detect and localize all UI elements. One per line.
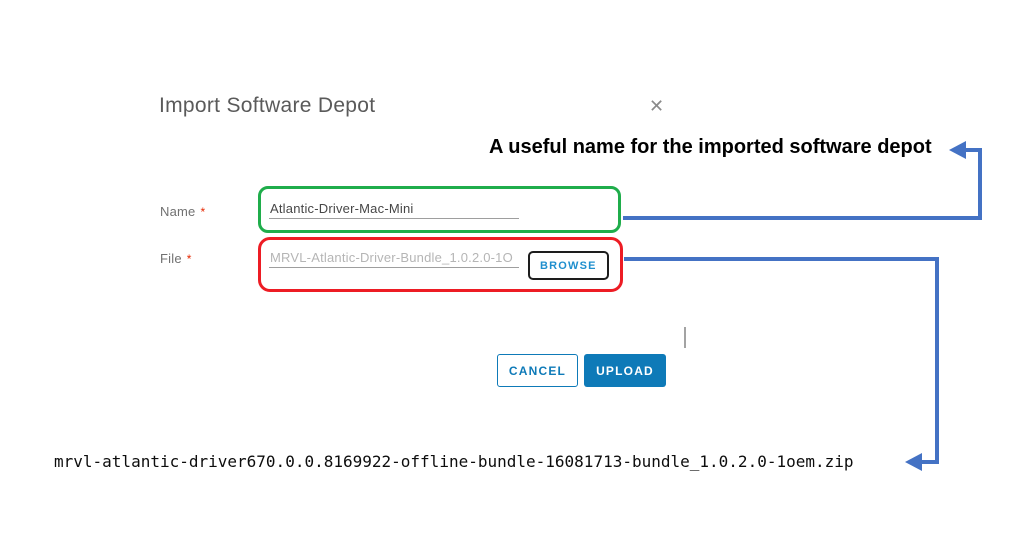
annotation-name-note: A useful name for the imported software … xyxy=(489,136,932,158)
upload-button[interactable]: UPLOAD xyxy=(584,354,666,387)
name-label-text: Name xyxy=(160,204,196,219)
arrow-file-field-to-filename xyxy=(624,257,939,471)
browse-button[interactable]: BROWSE xyxy=(528,251,609,280)
file-input[interactable] xyxy=(269,248,519,268)
file-required-marker: * xyxy=(186,252,192,266)
name-field-label: Name * xyxy=(160,204,205,219)
cancel-button[interactable]: CANCEL xyxy=(497,354,578,387)
name-input[interactable] xyxy=(269,199,519,219)
file-label-text: File xyxy=(160,251,182,266)
close-icon[interactable]: ✕ xyxy=(649,96,665,116)
text-caret xyxy=(684,327,686,348)
dialog-title: Import Software Depot xyxy=(159,94,376,117)
name-required-marker: * xyxy=(200,205,206,219)
file-field-label: File * xyxy=(160,251,192,266)
bundle-filename-text: mrvl-atlantic-driver670.0.0.8169922-offl… xyxy=(54,452,854,471)
